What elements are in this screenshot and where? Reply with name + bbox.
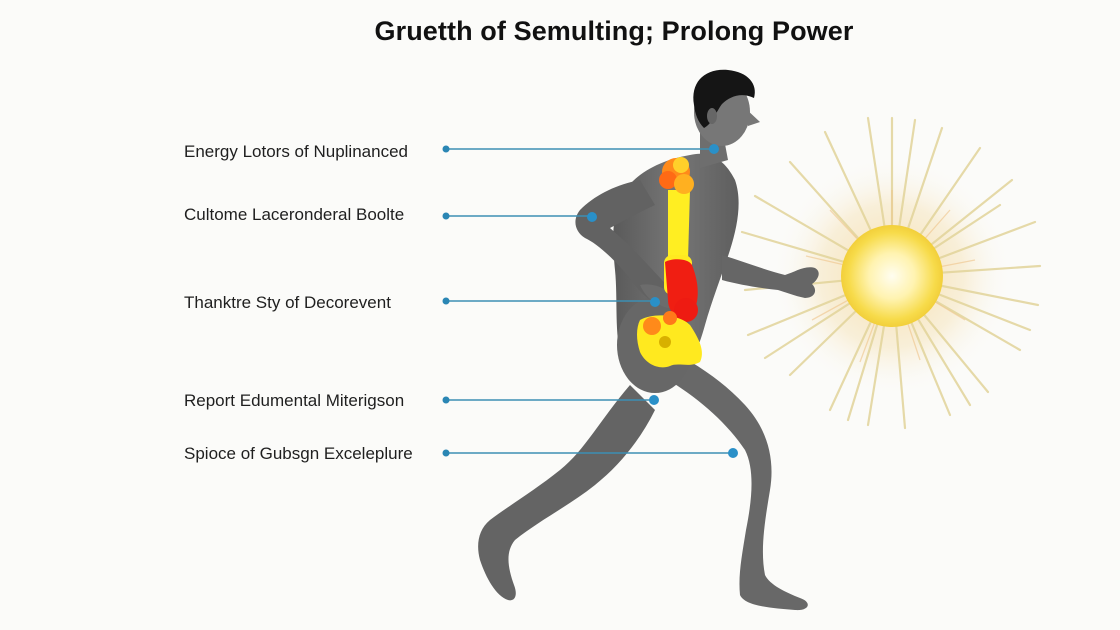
callout-label-thanktre: Thanktre Sty of Decorevent [184,293,391,312]
knee-marker [728,448,738,458]
lower-back-marker [650,297,660,307]
callout-label-energy: Energy Lotors of Nuplinanced [184,142,408,161]
callout-label-spioce: Spioce of Gubsgn Exceleplure [184,444,413,463]
callout-label-cultome: Cultome Laceronderal Boolte [184,205,405,224]
callout-label-report: Report Edumental Miterigson [184,391,405,410]
callout-connectors [446,148,733,454]
body-marker-dots [587,144,738,458]
thigh-marker [649,395,659,405]
heatmap-overlay [637,157,702,368]
elbow-marker [587,212,597,222]
sun-icon [740,116,1042,430]
diagram-title: Gruetth of Semulting; Prolong Power [374,16,854,46]
neck-marker [709,144,719,154]
connector-start-dots [442,145,450,457]
